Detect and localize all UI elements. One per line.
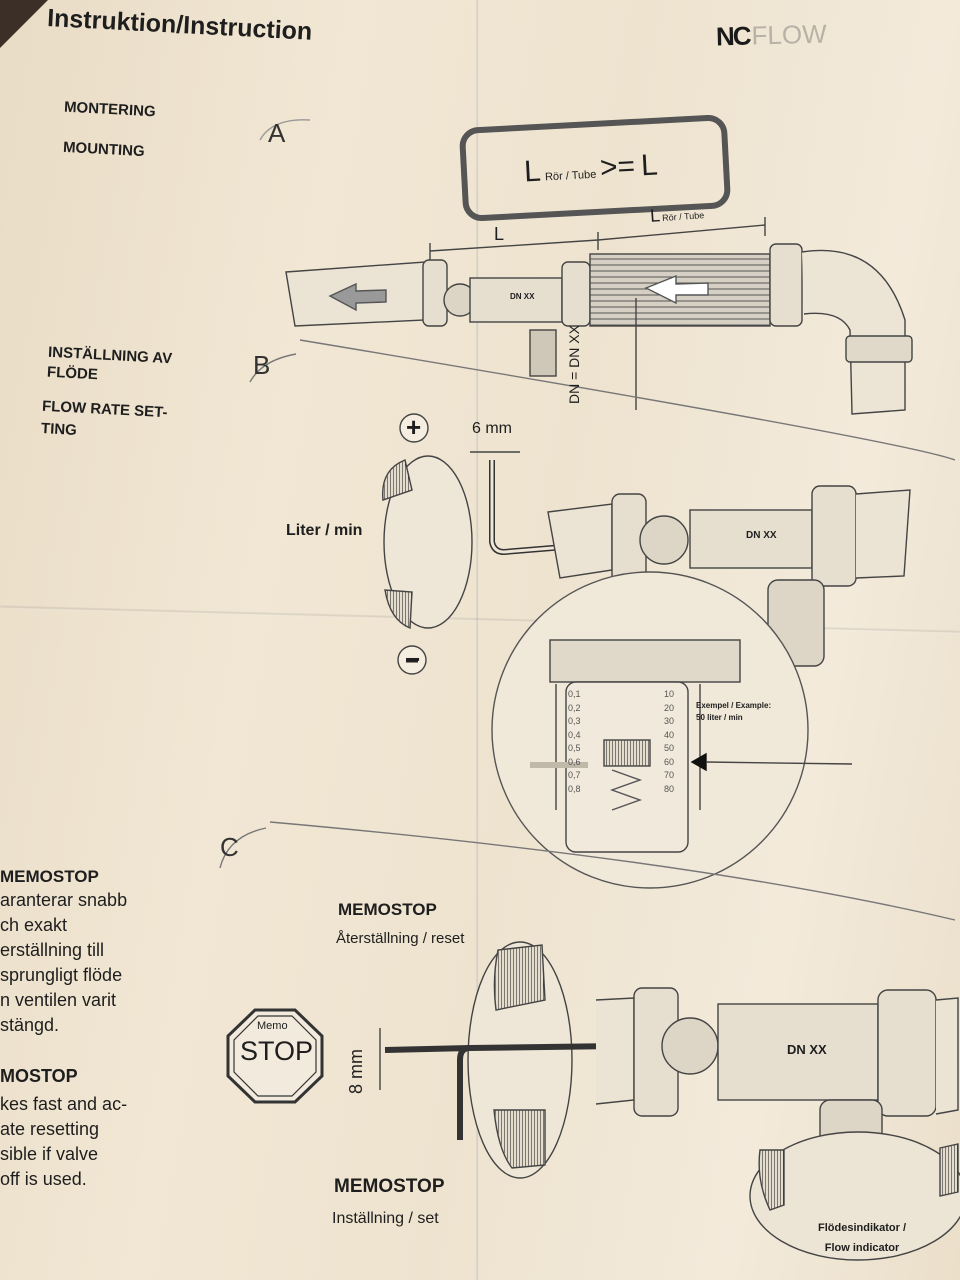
- dimension-tube-l: L: [649, 205, 661, 226]
- rule-sub: Rör / Tube: [544, 168, 597, 184]
- rule-r: L: [640, 148, 659, 183]
- section-c-letter: C: [220, 832, 239, 862]
- key-size-8mm: 8 mm: [346, 1049, 366, 1094]
- section-a-letter: A: [268, 118, 286, 148]
- scale-tick-right: 60: [664, 756, 675, 767]
- memostop-text-line: n ventilen varit: [0, 990, 117, 1010]
- scale-tick-left: 0,3: [568, 716, 581, 726]
- scale-tick-right: 50: [664, 743, 675, 753]
- memostop-text-line: off is used.: [0, 1169, 87, 1189]
- dn-equation: DN = DN XX: [566, 325, 582, 404]
- scale-tick-left: 0,8: [568, 783, 581, 794]
- scale-tick-left: 0,7: [568, 770, 581, 780]
- set-subtitle: Inställning / set: [332, 1210, 439, 1227]
- scale-tick-left: 0,1: [568, 689, 581, 699]
- example-line-1: Exempel / Example:: [696, 701, 772, 710]
- memostop-text-line: ch exakt: [0, 915, 68, 935]
- scale-tick-right: 40: [664, 729, 675, 740]
- stop-sign-small: Memo: [257, 1020, 288, 1032]
- scale-tick-left: 0,5: [568, 743, 581, 753]
- reset-subtitle: Återställning / reset: [336, 930, 465, 947]
- memostop-text-line: aranterar snabb: [0, 890, 128, 910]
- memostop-heading-en: MOSTOP: [0, 1066, 78, 1086]
- reset-heading: MEMOSTOP: [338, 900, 437, 919]
- scale-right: 10 20 30 40 50 60 70 80: [664, 688, 674, 796]
- example-line-2: 50 liter / min: [696, 713, 743, 722]
- memostop-sign: [226, 1008, 324, 1104]
- dimension-l: L: [494, 224, 505, 244]
- memostop-text-line: erställning till: [0, 940, 105, 960]
- example-note: Exempel / Example: 50 liter / min: [696, 700, 771, 724]
- section-b-label-sv-2: FLÖDE: [46, 363, 99, 384]
- scale-tick-right: 70: [664, 770, 675, 780]
- scale-tick-right: 10: [664, 689, 675, 699]
- memostop-text-en: kes fast and ac-ate resetting sible if va…: [0, 1092, 127, 1192]
- flow-unit-label: Liter / min: [286, 522, 363, 539]
- dn-label-c: DN XX: [787, 1042, 827, 1057]
- flow-indicator-label: Flödesindikator / Flow indicator: [818, 1218, 906, 1258]
- background-corner: [0, 0, 48, 48]
- dimension-tube-sub: Rör / Tube: [661, 210, 705, 224]
- scale-left: 0,1 0,2 0,3 0,4 0,5 0,6 0,7 0,8: [568, 688, 581, 796]
- section-b-label-en-2: TING: [40, 420, 78, 439]
- decrease-symbol: −: [405, 644, 421, 674]
- dn-label-a: DN XX: [510, 292, 535, 301]
- memostop-text-sv: aranterar snabb ch exakt erställning till s…: [0, 888, 127, 1038]
- stop-sign-big: STOP: [240, 1036, 314, 1066]
- indicator-line-1: Flödesindikator /: [818, 1222, 907, 1234]
- scale-tick-left: 0,6: [568, 756, 581, 767]
- scale-tick-right: 20: [664, 702, 675, 713]
- dimension-tube: LRör / Tube: [649, 202, 704, 227]
- memostop-heading-sv: MEMOSTOP: [0, 867, 99, 886]
- rule-op: >=: [599, 149, 636, 185]
- set-heading: MEMOSTOP: [334, 1176, 445, 1197]
- scale-tick-left: 0,4: [568, 729, 581, 740]
- memostop-text-line: kes fast and ac-: [0, 1094, 128, 1114]
- memostop-text-line: sible if valve: [0, 1144, 99, 1164]
- memostop-text-line: ate resetting: [0, 1119, 100, 1139]
- elbow-pipe: [801, 249, 906, 415]
- length-rule-box: [459, 115, 731, 221]
- section-b-letter: B: [253, 350, 271, 380]
- dn-label-b: DN XX: [746, 530, 777, 541]
- paper-fold-vertical: [476, 0, 479, 1280]
- rule-l: L: [523, 154, 542, 189]
- memostop-text-line: sprungligt flöde: [0, 965, 123, 985]
- memostop-text-line: stängd.: [0, 1015, 60, 1035]
- key-size-6mm: 6 mm: [472, 420, 512, 437]
- scale-tick-left: 0,2: [568, 702, 581, 713]
- indicator-line-2: Flow indicator: [824, 1242, 900, 1254]
- increase-symbol: +: [406, 412, 422, 442]
- scale-tick-right: 30: [664, 716, 675, 726]
- scale-tick-right: 80: [664, 783, 675, 794]
